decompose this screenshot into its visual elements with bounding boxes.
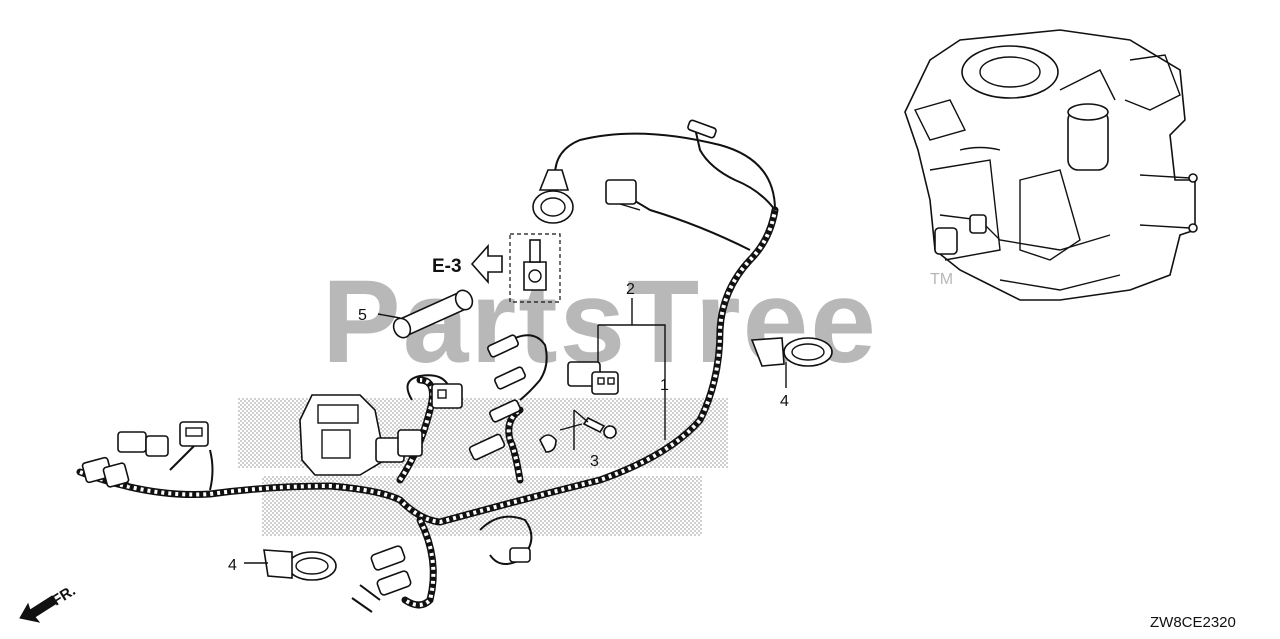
- callout-3[interactable]: 3: [590, 453, 599, 470]
- engine-overview: [904, 29, 1198, 301]
- callout-5[interactable]: 5: [358, 307, 367, 324]
- callout-4-upper[interactable]: 4: [780, 393, 789, 410]
- leader-lines: [244, 298, 787, 564]
- cable-tie-lower: [263, 549, 337, 581]
- callout-labels: 1 2 3 4 4 5: [228, 281, 789, 574]
- reference-arrow-icon: [470, 243, 503, 285]
- callout-1[interactable]: 1: [660, 377, 669, 394]
- callout-4-lower[interactable]: 4: [228, 557, 237, 574]
- callout-2[interactable]: 2: [626, 281, 635, 298]
- trademark-symbol: TM: [930, 271, 953, 288]
- cable-tie-upper: [750, 337, 833, 367]
- front-arrow-icon: [19, 595, 58, 623]
- front-direction: FR.: [19, 582, 79, 623]
- wire-harness: [76, 127, 779, 609]
- diagram-code: ZW8CE2320: [1150, 614, 1236, 631]
- harness-connectors: [81, 119, 717, 613]
- sleeve-part-5: [392, 289, 474, 339]
- reference-e3[interactable]: E-3: [432, 243, 503, 285]
- reference-label[interactable]: E-3: [432, 256, 462, 277]
